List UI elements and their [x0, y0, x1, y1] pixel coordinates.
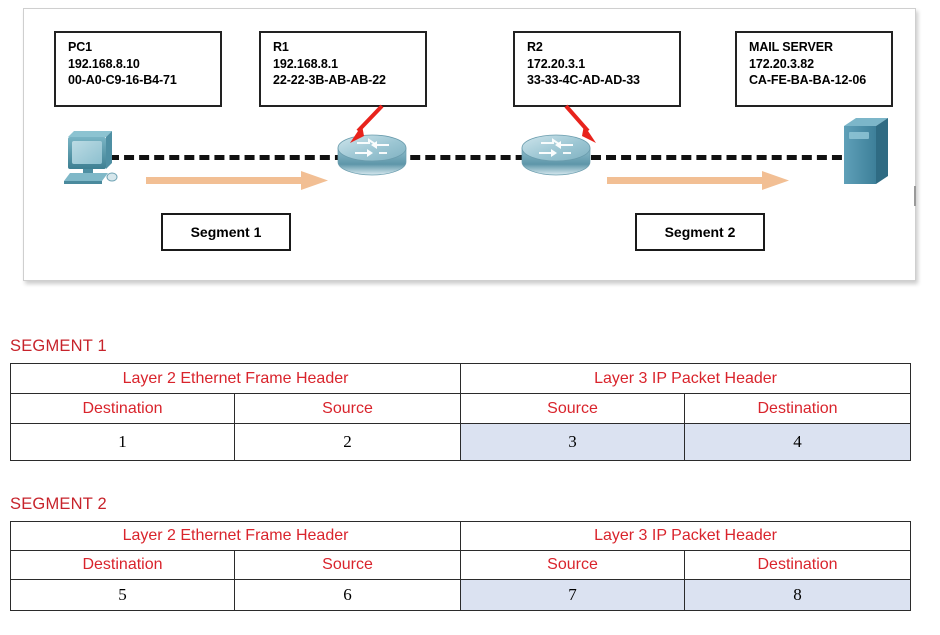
table-row-group-headers: Layer 2 Ethernet Frame Header Layer 3 IP…: [9, 363, 912, 394]
segment-1-header-table: Layer 2 Ethernet Frame Header Layer 3 IP…: [9, 363, 912, 461]
traffic-flow-arrow-segment1-icon: [146, 169, 328, 193]
device-mac: CA-FE-BA-BA-12-06: [749, 73, 867, 87]
column-header-l3-destination: Destination: [684, 393, 912, 424]
segment-1-title: SEGMENT 1: [10, 337, 107, 355]
device-ip: 192.168.8.1: [273, 56, 338, 71]
device-label-r2: R2 172.20.3.1 33-33-4C-AD-AD-33: [513, 31, 681, 107]
value-cell-6[interactable]: 6: [233, 579, 462, 611]
desktop-computer-icon: [60, 125, 122, 187]
table-row-group-headers: Layer 2 Ethernet Frame Header Layer 3 IP…: [9, 521, 912, 551]
traffic-flow-arrow-segment2-icon: [607, 169, 789, 193]
segment-box-label: Segment 2: [664, 224, 736, 240]
pointer-arrow-r2-icon: [560, 103, 606, 145]
router-icon-r2: [519, 132, 593, 178]
device-name: MAIL SERVER: [749, 40, 833, 54]
segment-box-2: Segment 2: [635, 213, 765, 251]
device-ip: 172.20.3.1: [527, 56, 586, 71]
value-cell-4[interactable]: 4: [684, 423, 912, 461]
device-mac: 22-22-3B-AB-AB-22: [273, 73, 386, 87]
device-mac: 33-33-4C-AD-AD-33: [527, 73, 640, 87]
table-row-column-headers: Destination Source Source Destination: [10, 550, 912, 580]
device-label-mail-server: MAIL SERVER 172.20.3.82 CA-FE-BA-BA-12-0…: [735, 31, 893, 107]
router-icon-r1: [335, 132, 409, 178]
segment-2-header-table: Layer 2 Ethernet Frame Header Layer 3 IP…: [9, 521, 912, 611]
column-header-l2-destination: Destination: [10, 550, 235, 580]
device-label-pc1: PC1 192.168.8.10 00-A0-C9-16-B4-71: [54, 31, 222, 107]
column-header-l3-source: Source: [460, 393, 686, 424]
segment-box-1: Segment 1: [161, 213, 291, 251]
server-icon: [836, 116, 892, 188]
segment-2-title: SEGMENT 2: [10, 495, 107, 513]
device-ip: 172.20.3.82: [749, 56, 814, 71]
text-cursor-caret: [914, 186, 916, 206]
table-row-values: 1 2 3 4: [10, 423, 912, 461]
device-name: R1: [273, 40, 289, 54]
value-cell-5[interactable]: 5: [10, 579, 235, 611]
column-header-l3-source: Source: [460, 550, 686, 580]
device-name: R2: [527, 40, 543, 54]
table-row-values: 5 6 7 8: [10, 579, 912, 611]
pointer-arrow-r1-icon: [342, 103, 388, 145]
column-header-l2-source: Source: [233, 550, 462, 580]
group-header-layer2: Layer 2 Ethernet Frame Header: [9, 363, 462, 394]
device-label-r1: R1 192.168.8.1 22-22-3B-AB-AB-22: [259, 31, 427, 107]
value-cell-3[interactable]: 3: [460, 423, 686, 461]
group-header-layer3: Layer 3 IP Packet Header: [460, 521, 912, 551]
value-cell-8[interactable]: 8: [684, 579, 912, 611]
column-header-l3-destination: Destination: [684, 550, 912, 580]
device-ip: 192.168.8.10: [68, 56, 140, 71]
value-cell-7[interactable]: 7: [460, 579, 686, 611]
segment-box-label: Segment 1: [190, 224, 262, 240]
column-header-l2-source: Source: [233, 393, 462, 424]
group-header-layer3: Layer 3 IP Packet Header: [460, 363, 912, 394]
network-diagram-panel: PC1 192.168.8.10 00-A0-C9-16-B4-71 R1 19…: [23, 8, 916, 281]
value-cell-1[interactable]: 1: [10, 423, 235, 461]
column-header-l2-destination: Destination: [10, 393, 235, 424]
device-mac: 00-A0-C9-16-B4-71: [68, 73, 177, 87]
table-row-column-headers: Destination Source Source Destination: [10, 393, 912, 424]
device-name: PC1: [68, 40, 93, 54]
value-cell-2[interactable]: 2: [233, 423, 462, 461]
network-link-line: [109, 155, 857, 160]
group-header-layer2: Layer 2 Ethernet Frame Header: [9, 521, 462, 551]
